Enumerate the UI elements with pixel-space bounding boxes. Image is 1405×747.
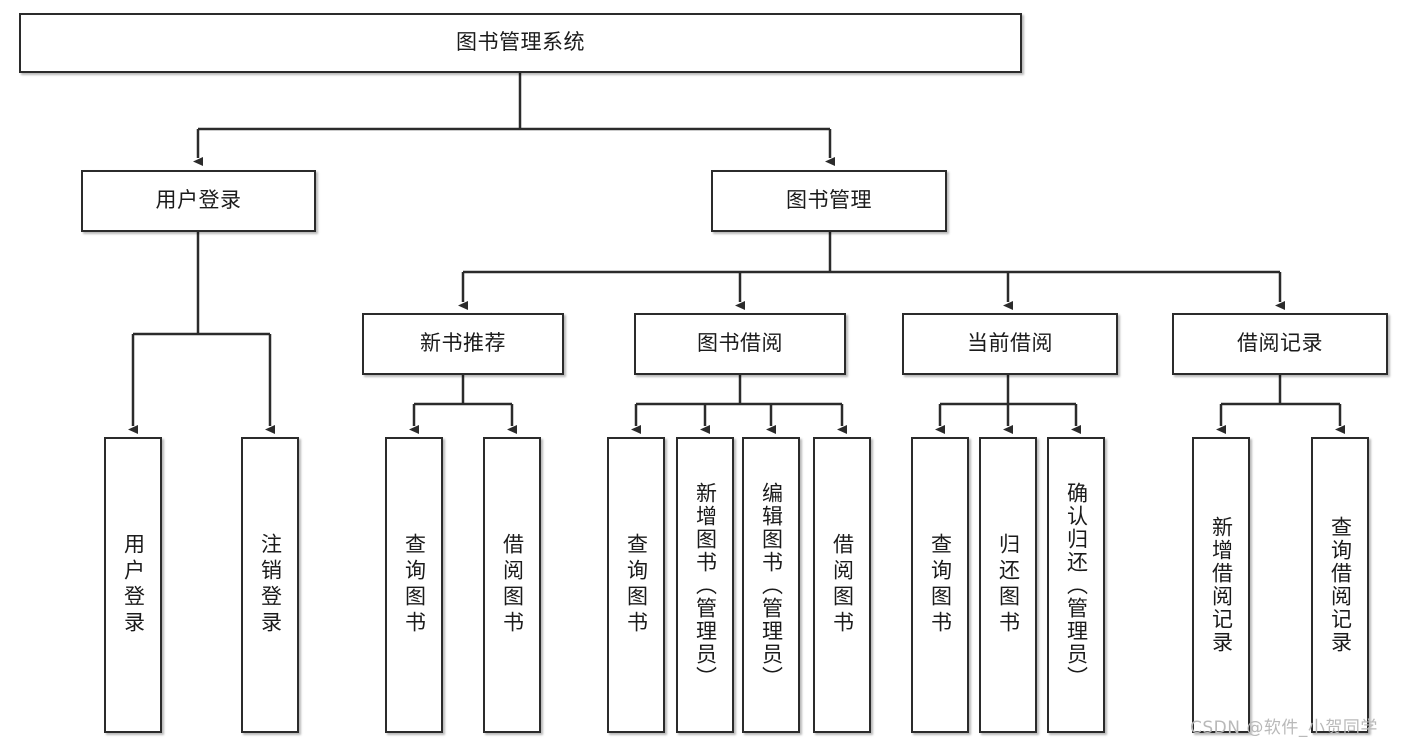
watermark-text: CSDN @软件_小贺同学 xyxy=(1190,718,1378,738)
node-leaf-cur-confirm[interactable]: 确认归还（管理员） xyxy=(1047,437,1105,733)
node-current-borrow-label: 当前借阅 xyxy=(967,331,1053,356)
node-book-manage-label: 图书管理 xyxy=(786,188,872,213)
node-leaf-cur-return-label: 归还图书 xyxy=(996,533,1021,637)
node-leaf-rec-borrow[interactable]: 借阅图书 xyxy=(483,437,541,733)
node-leaf-borrow-edit-label: 编辑图书（管理员） xyxy=(759,481,784,689)
node-leaf-rec-query[interactable]: 查询图书 xyxy=(385,437,443,733)
node-leaf-rec-query2[interactable]: 查询借阅记录 xyxy=(1311,437,1369,733)
node-book-manage[interactable]: 图书管理 xyxy=(711,170,947,232)
node-leaf-borrow-add-label: 新增图书（管理员） xyxy=(693,481,718,689)
node-leaf-borrow-edit[interactable]: 编辑图书（管理员） xyxy=(742,437,800,733)
node-leaf-user-logout-label: 注销登录 xyxy=(258,533,283,637)
node-leaf-borrow-lend[interactable]: 借阅图书 xyxy=(813,437,871,733)
node-leaf-user-login-label: 用户登录 xyxy=(121,533,146,637)
node-leaf-cur-confirm-label: 确认归还（管理员） xyxy=(1064,481,1089,689)
node-new-book-rec[interactable]: 新书推荐 xyxy=(362,313,564,375)
node-borrow-record[interactable]: 借阅记录 xyxy=(1172,313,1388,375)
node-leaf-rec-borrow-label: 借阅图书 xyxy=(500,533,525,637)
node-leaf-cur-return[interactable]: 归还图书 xyxy=(979,437,1037,733)
node-leaf-borrow-add[interactable]: 新增图书（管理员） xyxy=(676,437,734,733)
node-book-borrow-label: 图书借阅 xyxy=(697,331,783,356)
node-root[interactable]: 图书管理系统 xyxy=(19,13,1022,73)
node-leaf-borrow-query-label: 查询图书 xyxy=(624,533,649,637)
node-new-book-rec-label: 新书推荐 xyxy=(420,331,506,356)
node-user-login[interactable]: 用户登录 xyxy=(81,170,316,232)
node-leaf-rec-query-label: 查询图书 xyxy=(402,533,427,637)
node-leaf-cur-query-label: 查询图书 xyxy=(928,533,953,637)
node-user-login-label: 用户登录 xyxy=(155,188,242,213)
node-leaf-rec-add[interactable]: 新增借阅记录 xyxy=(1192,437,1250,733)
node-book-borrow[interactable]: 图书借阅 xyxy=(634,313,846,375)
node-leaf-rec-query2-label: 查询借阅记录 xyxy=(1328,516,1353,654)
node-leaf-user-logout[interactable]: 注销登录 xyxy=(241,437,299,733)
node-root-label: 图书管理系统 xyxy=(456,30,585,55)
node-leaf-user-login[interactable]: 用户登录 xyxy=(104,437,162,733)
node-leaf-borrow-query[interactable]: 查询图书 xyxy=(607,437,665,733)
node-leaf-rec-add-label: 新增借阅记录 xyxy=(1209,516,1234,654)
node-borrow-record-label: 借阅记录 xyxy=(1237,331,1323,356)
node-leaf-cur-query[interactable]: 查询图书 xyxy=(911,437,969,733)
node-current-borrow[interactable]: 当前借阅 xyxy=(902,313,1118,375)
node-leaf-borrow-lend-label: 借阅图书 xyxy=(830,533,855,637)
